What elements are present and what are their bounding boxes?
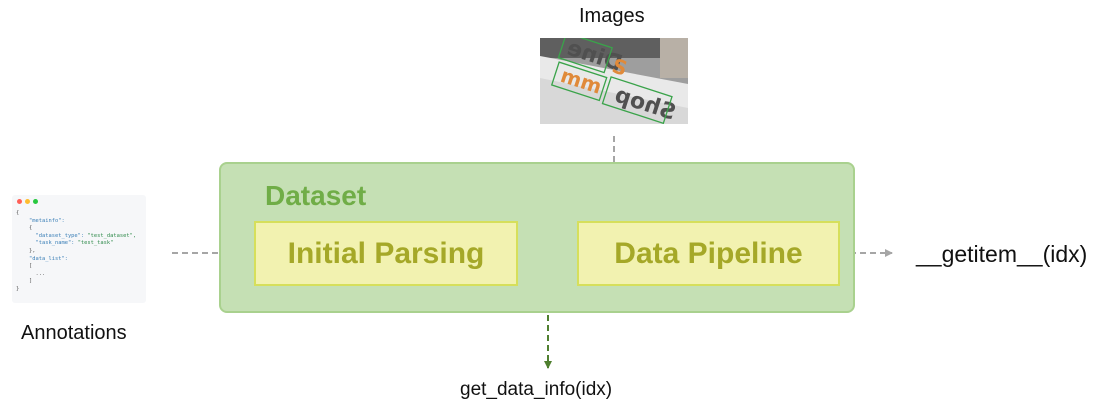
data-pipeline-label: Data Pipeline <box>614 236 803 270</box>
dataset-title: Dataset <box>265 180 367 211</box>
window-close-dot <box>17 199 22 204</box>
initial-parsing-label: Initial Parsing <box>287 236 485 270</box>
get-data-info-output-label: get_data_info(idx) <box>460 379 613 400</box>
initial-parsing-stage: Initial Parsing <box>254 221 518 286</box>
street-sign-image: Dine Shop S mm <box>540 38 688 124</box>
images-label: Images <box>579 5 645 27</box>
annotation-code: { "metainfo": { "dataset_type": "test_da… <box>16 210 137 292</box>
window-maximize-dot <box>33 199 38 204</box>
sign-word-s: S <box>609 53 630 80</box>
window-minimize-dot <box>25 199 30 204</box>
getitem-output-label: __getitem__(idx) <box>916 241 1088 267</box>
data-pipeline-stage: Data Pipeline <box>577 221 840 286</box>
annotation-json-card: { "metainfo": { "dataset_type": "test_da… <box>12 195 146 303</box>
annotations-label: Annotations <box>21 322 127 344</box>
